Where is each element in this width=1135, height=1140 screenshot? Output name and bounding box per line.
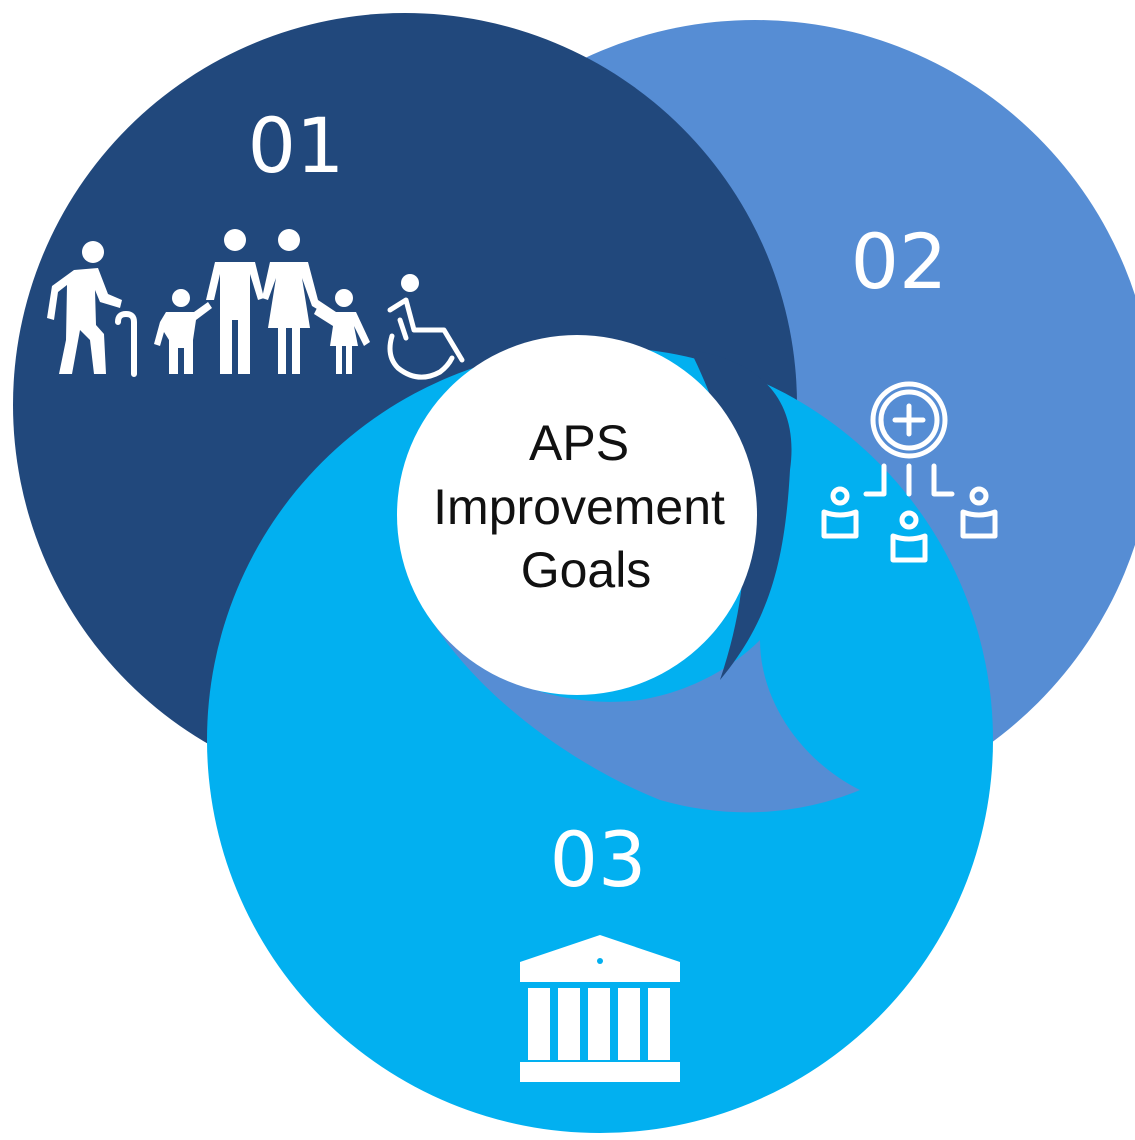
- segment-01-swirl: [690, 350, 792, 680]
- center-circle: [397, 335, 757, 695]
- adult-man-icon: [206, 229, 264, 374]
- segment-03-number: 03: [550, 815, 647, 904]
- government-building-icon: [520, 935, 680, 1082]
- adult-woman-icon: [262, 229, 336, 374]
- child-icon-2: [314, 289, 370, 374]
- center-label-line-1: APS: [529, 415, 629, 471]
- center-label-line-3: Goals: [521, 542, 652, 598]
- people-family-accessibility-icon: [47, 229, 465, 380]
- segment-01-number: 01: [248, 101, 345, 190]
- center-label: APS Improvement Goals: [433, 415, 739, 598]
- center-label-line-2: Improvement: [433, 479, 725, 535]
- team-structure-icon: [821, 381, 998, 563]
- wheelchair-user-icon: [387, 274, 465, 380]
- segment-02-swirl: [420, 600, 860, 813]
- elderly-person-icon: [47, 241, 137, 377]
- segment-02-number: 02: [851, 217, 948, 306]
- child-icon: [154, 289, 212, 374]
